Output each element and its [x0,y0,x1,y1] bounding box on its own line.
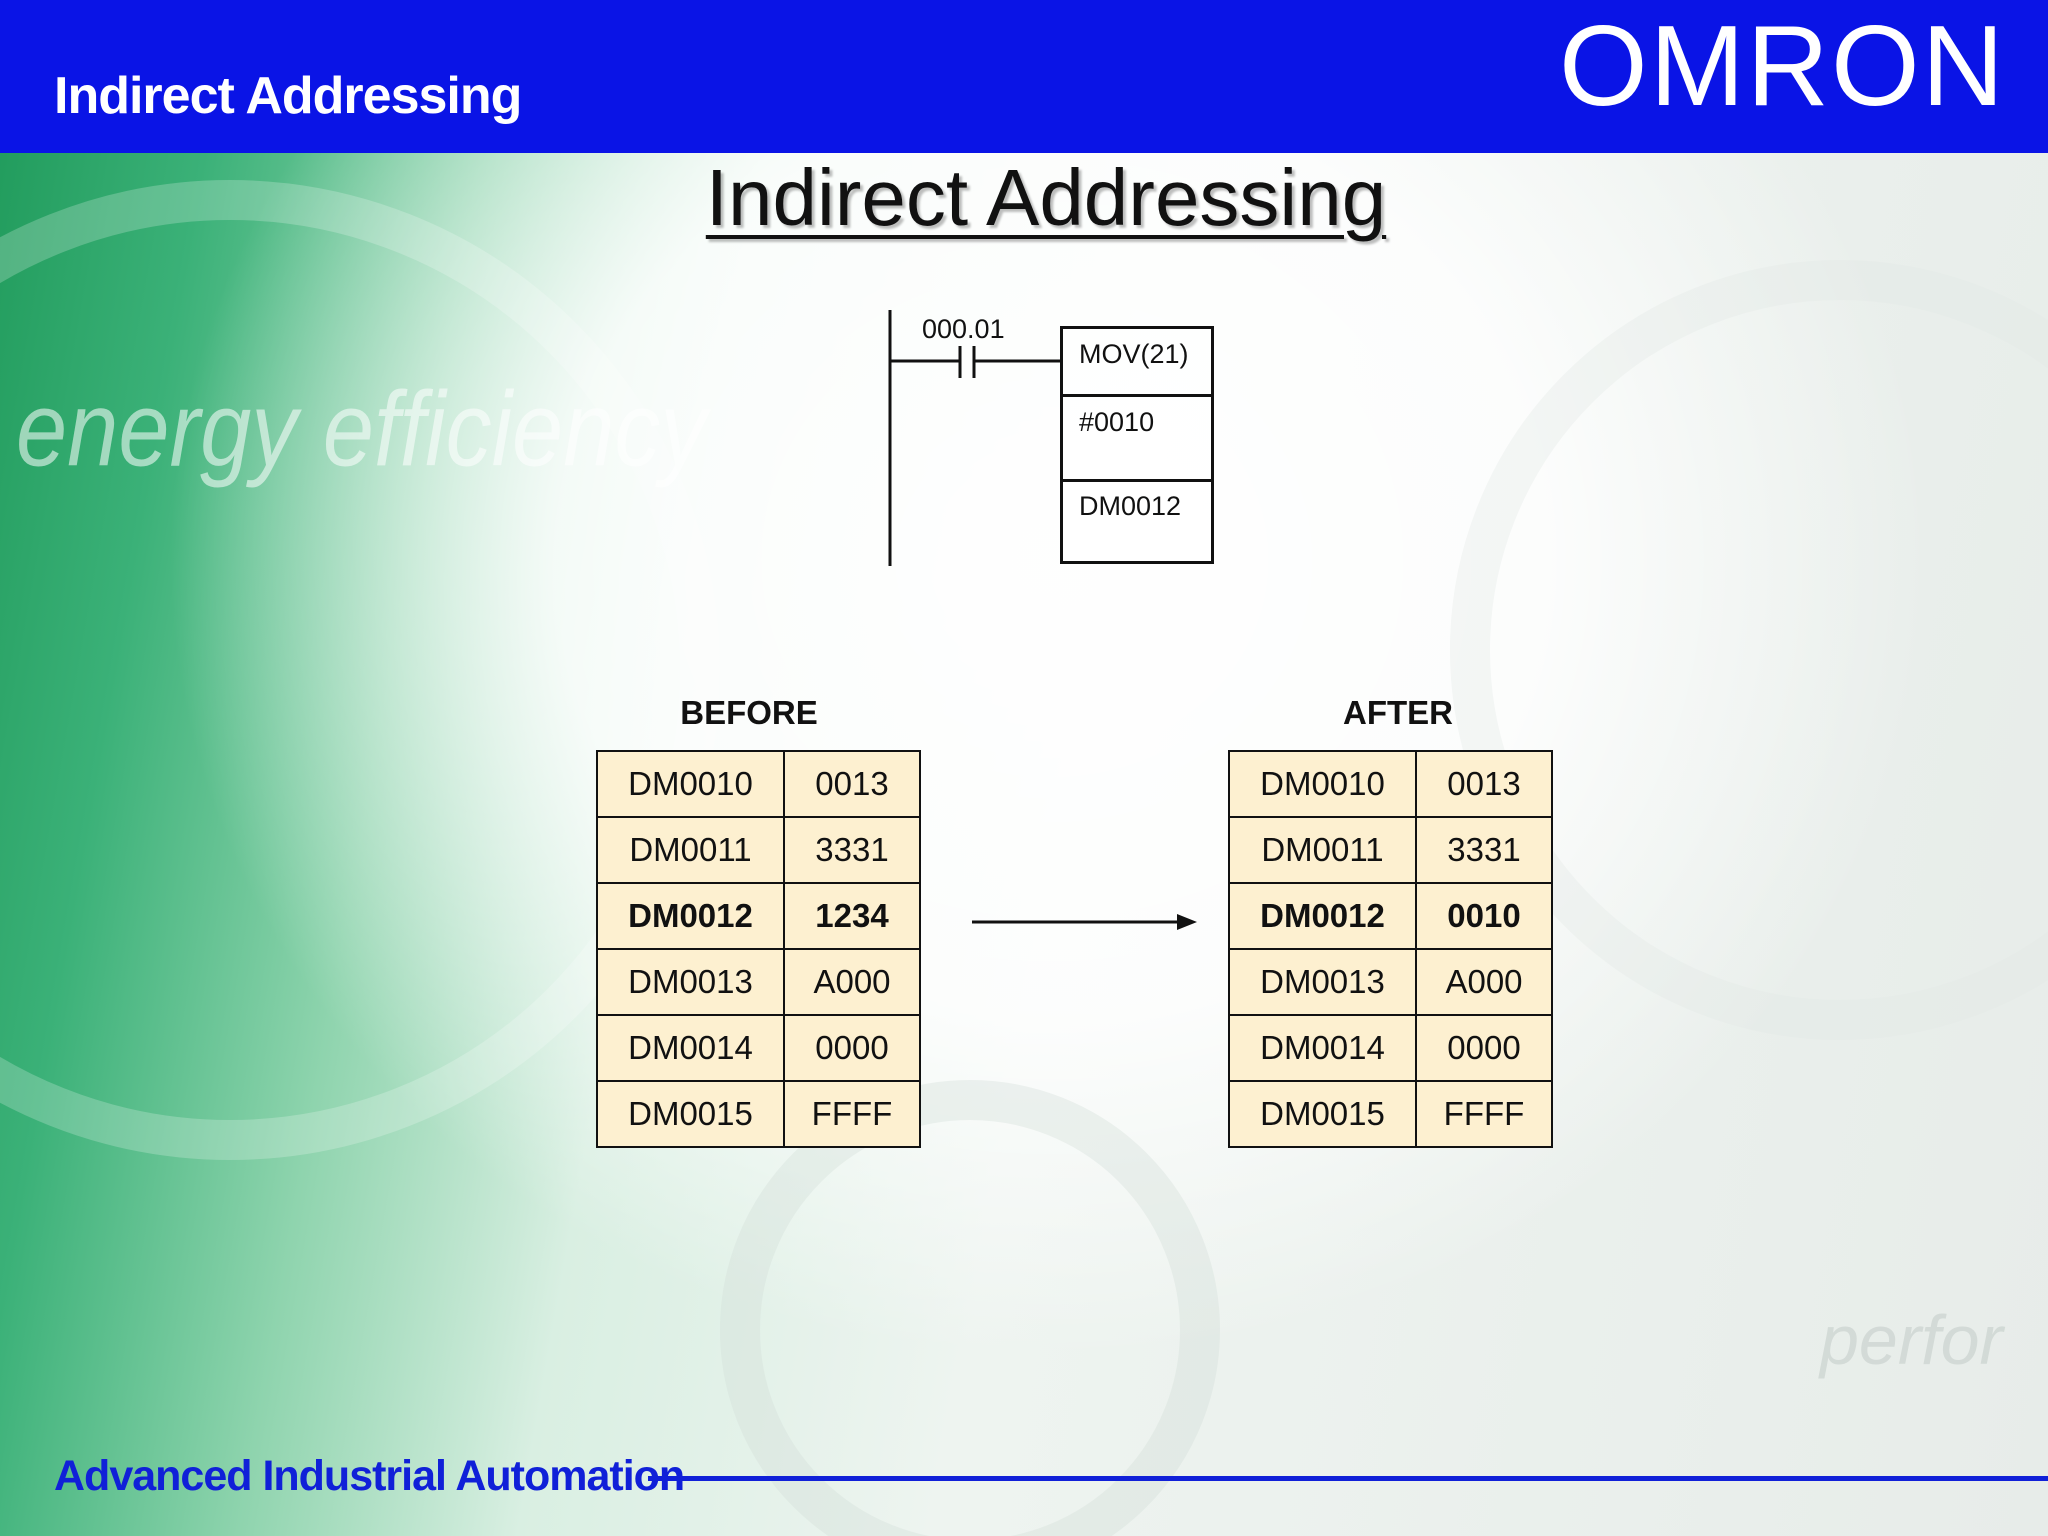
table-row-highlighted: DM0012 0010 [1228,882,1553,950]
table-row: DM0010 0013 [1228,750,1553,818]
instruction-destination-operand: DM0012 [1079,491,1182,521]
address-cell: DM0013 [596,948,785,1016]
table-row: DM0011 3331 [596,816,921,884]
mov-instruction-block: MOV(21) #0010 DM0012 [1060,326,1214,564]
address-cell: DM0014 [596,1014,785,1082]
table-row: DM0015 FFFF [596,1080,921,1148]
footer-text: Advanced Industrial Automation [54,1452,685,1500]
table-row: DM0013 A000 [1228,948,1553,1016]
value-cell: FFFF [1415,1080,1553,1148]
background-gear-shape [720,1080,1220,1536]
table-row-highlighted: DM0012 1234 [596,882,921,950]
address-cell: DM0014 [1228,1014,1417,1082]
brand-logo: OMRON [1559,3,2006,130]
address-cell: DM0013 [1228,948,1417,1016]
address-cell: DM0012 [596,882,785,950]
header-bar: Indirect Addressing OMRON [0,0,2048,153]
slide-title: Indirect Addressing [705,153,1387,242]
table-row: DM0010 0013 [596,750,921,818]
value-cell: 1234 [783,882,921,950]
after-caption: AFTER [1343,694,1453,731]
table-row: DM0015 FFFF [1228,1080,1553,1148]
address-cell: DM0015 [596,1080,785,1148]
table-row: DM0013 A000 [596,948,921,1016]
header-title: Indirect Addressing [54,67,522,125]
contact-address-label: 000.01 [922,314,1005,344]
instruction-divider [1063,479,1211,482]
address-cell: DM0010 [596,750,785,818]
value-cell: A000 [783,948,921,1016]
table-row: DM0014 0000 [1228,1014,1553,1082]
footer-divider-line [648,1476,2048,1481]
address-cell: DM0011 [1228,816,1417,884]
table-row: DM0011 3331 [1228,816,1553,884]
transition-arrow-icon [972,914,1197,930]
value-cell: 3331 [1415,816,1553,884]
after-memory-table: DM0010 0013 DM0011 3331 DM0012 0010 DM00… [1228,750,1553,1148]
address-cell: DM0012 [1228,882,1417,950]
value-cell: FFFF [783,1080,921,1148]
value-cell: 0010 [1415,882,1553,950]
value-cell: 0013 [783,750,921,818]
value-cell: 0000 [1415,1014,1553,1082]
table-row: DM0014 0000 [596,1014,921,1082]
before-memory-table: DM0010 0013 DM0011 3331 DM0012 1234 DM00… [596,750,921,1148]
instruction-name: MOV(21) [1079,339,1189,369]
value-cell: 0000 [783,1014,921,1082]
value-cell: 0013 [1415,750,1553,818]
instruction-divider [1063,394,1211,397]
background-watermark-text: perfor [1820,1301,2003,1379]
address-cell: DM0011 [596,816,785,884]
address-cell: DM0015 [1228,1080,1417,1148]
before-caption: BEFORE [680,694,818,731]
instruction-source-operand: #0010 [1079,407,1155,437]
value-cell: 3331 [783,816,921,884]
background-watermark-text: energy efficiency [16,371,707,489]
value-cell: A000 [1415,948,1553,1016]
address-cell: DM0010 [1228,750,1417,818]
